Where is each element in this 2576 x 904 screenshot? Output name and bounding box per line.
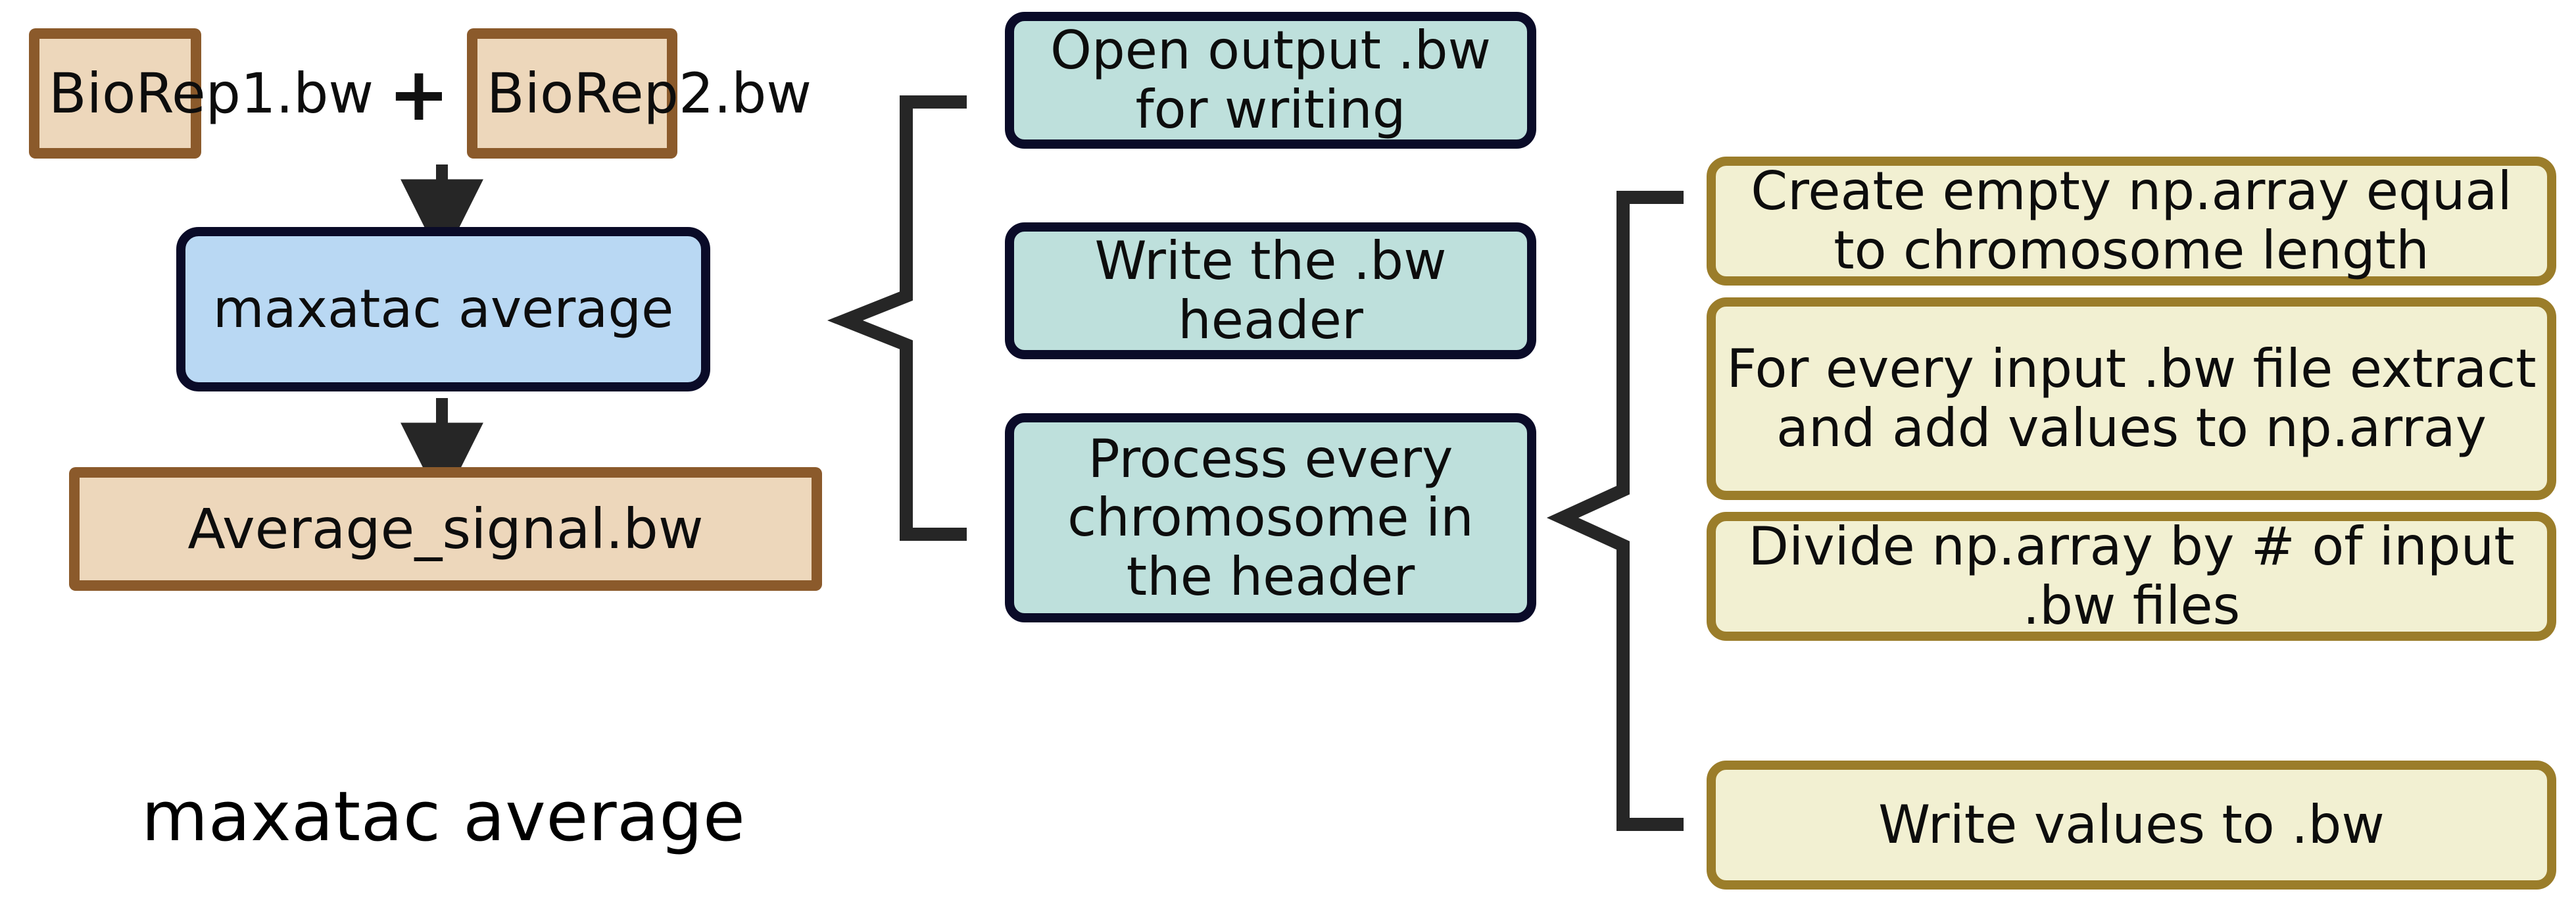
- command-maxatac-average-label: maxatac average: [212, 278, 674, 340]
- detail-create-empty-nparray-label: Create empty np.array equal to chromosom…: [1751, 161, 2512, 281]
- input-file-biorep2[interactable]: BioRep2.bw: [467, 28, 812, 159]
- detail-create-empty-nparray[interactable]: Create empty np.array equal to chromosom…: [1707, 157, 2556, 286]
- brace-command-to-steps: [827, 95, 967, 541]
- detail-divide-nparray-label: Divide np.array by # of input .bw files: [1748, 516, 2515, 636]
- step-write-bw-header[interactable]: Write the .bw header: [1005, 222, 1536, 359]
- brace-step-to-details: [1546, 191, 1684, 831]
- detail-divide-nparray[interactable]: Divide np.array by # of input .bw files: [1707, 512, 2556, 641]
- command-maxatac-average[interactable]: maxatac average: [176, 227, 710, 391]
- output-file-average-signal-label: Average_signal.bw: [187, 496, 704, 561]
- plus-operator: +: [388, 52, 450, 138]
- detail-extract-and-add-values-label: For every input .bw file extract and add…: [1726, 338, 2537, 459]
- figure-caption: maxatac average: [141, 776, 746, 857]
- step-open-output-bw-label: Open output .bw for writing: [1050, 20, 1492, 140]
- detail-write-values-to-bw[interactable]: Write values to .bw: [1707, 761, 2556, 890]
- output-file-average-signal[interactable]: Average_signal.bw: [69, 467, 822, 591]
- input-file-biorep2-label: BioRep2.bw: [487, 61, 812, 126]
- detail-extract-and-add-values[interactable]: For every input .bw file extract and add…: [1707, 297, 2556, 500]
- step-write-bw-header-label: Write the .bw header: [1094, 230, 1447, 351]
- input-file-biorep1-label: BioRep1.bw: [49, 61, 374, 126]
- step-process-every-chromosome[interactable]: Process every chromosome in the header: [1005, 413, 1536, 622]
- input-file-biorep1[interactable]: BioRep1.bw: [29, 28, 374, 159]
- step-process-every-chromosome-label: Process every chromosome in the header: [1067, 428, 1474, 607]
- step-open-output-bw[interactable]: Open output .bw for writing: [1005, 12, 1536, 149]
- detail-write-values-to-bw-label: Write values to .bw: [1878, 794, 2385, 856]
